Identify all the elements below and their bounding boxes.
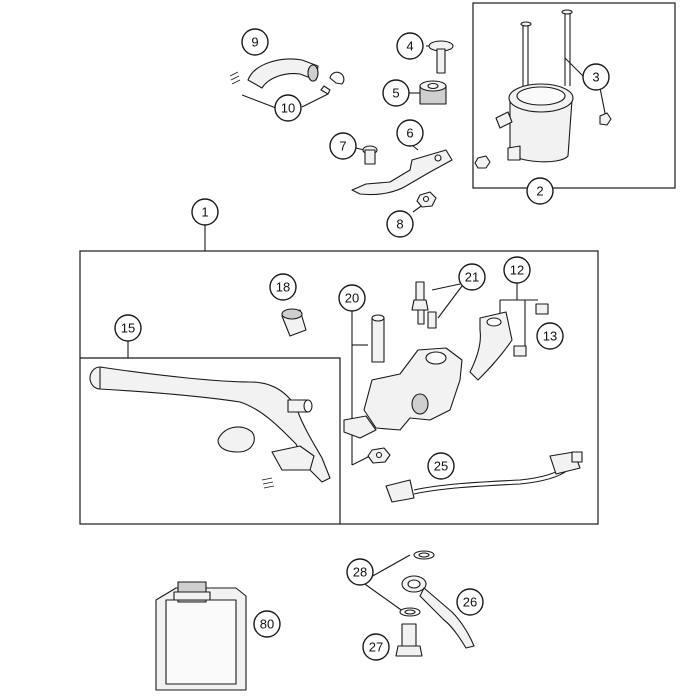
nut-part-20-lower — [367, 447, 391, 464]
svg-text:7: 7 — [339, 139, 346, 154]
bolt-part-7 — [362, 145, 378, 165]
screw-part-4 — [428, 40, 454, 74]
nut-part-8 — [416, 191, 437, 208]
svg-text:25: 25 — [434, 459, 448, 474]
svg-text:2: 2 — [536, 184, 543, 199]
callout-9: 9 — [241, 28, 269, 56]
svg-text:13: 13 — [543, 329, 557, 344]
callout-15: 15 — [114, 314, 142, 342]
svg-text:6: 6 — [406, 126, 413, 141]
banjo-bolt-part-27 — [395, 623, 423, 657]
callout-10: 10 — [274, 94, 302, 122]
svg-text:9: 9 — [251, 35, 258, 50]
plug-part-18 — [281, 308, 307, 337]
leader-lines — [127, 45, 607, 613]
hose-clamp-part-10 — [320, 71, 345, 95]
svg-text:26: 26 — [463, 595, 477, 610]
callout-28: 28 — [346, 558, 374, 586]
callout-5: 5 — [382, 79, 410, 107]
hose-part-9 — [229, 58, 319, 89]
bracket-part-6 — [351, 149, 453, 196]
svg-text:21: 21 — [465, 270, 479, 285]
svg-text:20: 20 — [345, 291, 359, 306]
lever-subgroup-frame — [80, 357, 341, 524]
callout-1: 1 — [191, 198, 219, 226]
svg-text:5: 5 — [392, 86, 399, 101]
callout-13: 13 — [536, 322, 564, 350]
svg-text:10: 10 — [281, 101, 295, 116]
svg-text:3: 3 — [592, 70, 599, 85]
svg-text:15: 15 — [121, 321, 135, 336]
switch-cable-part-25 — [385, 451, 583, 503]
callout-3: 3 — [582, 63, 610, 91]
svg-text:8: 8 — [396, 217, 403, 232]
svg-text:4: 4 — [406, 39, 413, 54]
lever-part-15 — [89, 366, 331, 489]
svg-text:80: 80 — [260, 617, 274, 632]
callout-7: 7 — [329, 132, 357, 160]
callout-80: 80 — [253, 610, 281, 638]
callout-2: 2 — [526, 177, 554, 205]
callout-6: 6 — [396, 119, 424, 147]
callout-12: 12 — [503, 256, 531, 284]
screw-part-13 — [513, 303, 549, 357]
callout-18: 18 — [269, 273, 297, 301]
reservoir-group-frame — [472, 2, 676, 189]
svg-text:18: 18 — [276, 280, 290, 295]
callout-27: 27 — [362, 633, 390, 661]
svg-text:1: 1 — [201, 205, 208, 220]
callout-25: 25 — [427, 452, 455, 480]
master-cylinder-body — [343, 347, 463, 439]
clamp-part-12 — [469, 311, 513, 381]
callout-21: 21 — [458, 263, 486, 291]
brake-fluid-bottle-part-80 — [155, 581, 247, 691]
callout-8: 8 — [386, 210, 414, 238]
callout-20: 20 — [338, 284, 366, 312]
bleeder-valve-part-21 — [411, 281, 437, 329]
svg-text:27: 27 — [369, 640, 383, 655]
svg-text:28: 28 — [353, 565, 367, 580]
brake-line-part-26 — [401, 575, 475, 649]
callout-4: 4 — [396, 32, 424, 60]
washer-part-28 — [399, 550, 435, 617]
bushing-part-5 — [419, 80, 447, 105]
callout-26: 26 — [456, 588, 484, 616]
svg-text:12: 12 — [510, 263, 524, 278]
master-cylinder-group-frame — [79, 250, 599, 525]
reservoir-part-2 — [474, 9, 612, 169]
pin-part-20 — [371, 314, 385, 363]
